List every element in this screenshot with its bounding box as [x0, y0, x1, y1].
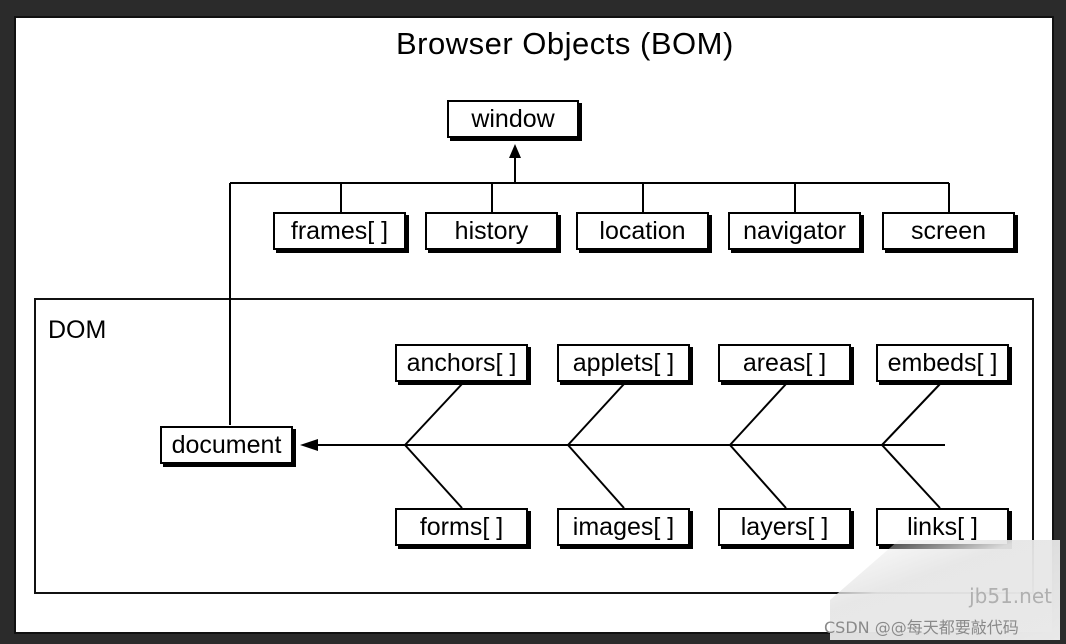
diag-anchors [404, 383, 463, 446]
location-box: location [576, 212, 709, 250]
window-arrowhead [509, 144, 521, 158]
window-box: window [447, 100, 579, 138]
screen-box: screen [882, 212, 1015, 250]
dom-frame [34, 298, 1034, 594]
document-arrowhead [300, 439, 318, 451]
layers-box: layers[ ] [718, 508, 851, 546]
document-box: document [160, 426, 293, 464]
diag-links [881, 444, 941, 509]
anchors-box: anchors[ ] [395, 344, 528, 382]
frames-box: frames[ ] [273, 212, 406, 250]
diag-applets [567, 383, 625, 446]
watermark-credit: CSDN @@每天都要敲代码 [824, 618, 1019, 637]
links-box: links[ ] [876, 508, 1009, 546]
watermark-site: jb51.net [969, 584, 1052, 608]
applets-box: applets[ ] [557, 344, 690, 382]
diag-images [567, 444, 625, 509]
forms-box: forms[ ] [395, 508, 528, 546]
diag-forms [404, 444, 463, 509]
dom-label: DOM [48, 316, 107, 344]
navigator-box: navigator [728, 212, 861, 250]
embeds-box: embeds[ ] [876, 344, 1009, 382]
diag-areas [729, 383, 787, 446]
diag-embeds [881, 383, 941, 446]
diagram-title: Browser Objects (BOM) [396, 26, 734, 61]
diag-layers [729, 444, 787, 509]
history-box: history [425, 212, 558, 250]
areas-box: areas[ ] [718, 344, 851, 382]
images-box: images[ ] [557, 508, 690, 546]
